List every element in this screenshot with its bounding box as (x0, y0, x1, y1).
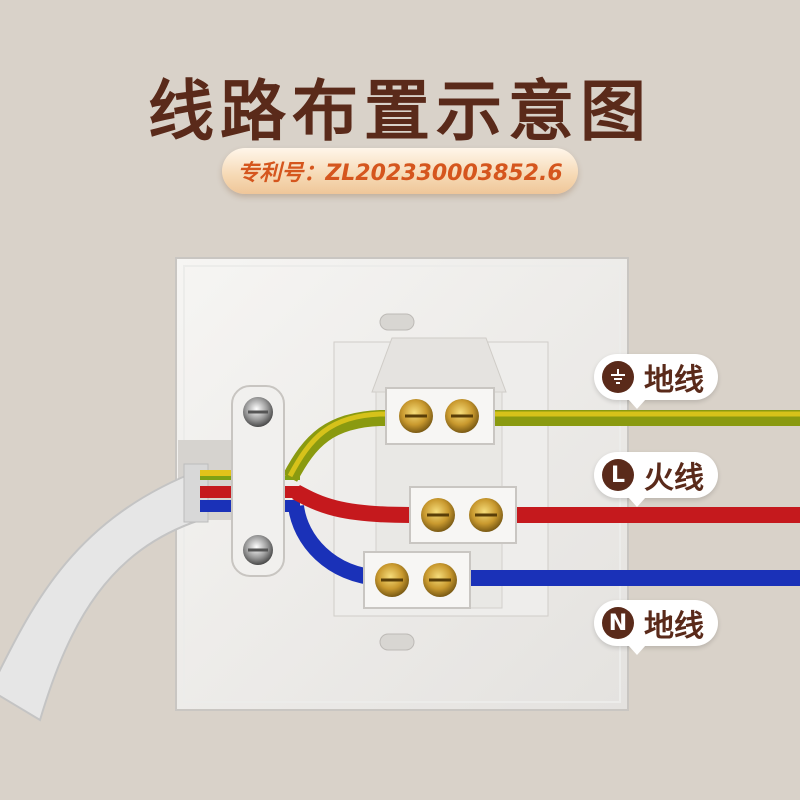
live-wire (292, 484, 800, 523)
ground-icon (602, 361, 634, 393)
mount-slot-bottom (379, 633, 415, 651)
mount-slot-top (379, 313, 415, 331)
socket-top-block (371, 337, 507, 393)
label-ground: 地线 (594, 354, 718, 409)
terminal-ground (385, 387, 495, 445)
label-live-text: 火线 (644, 461, 704, 496)
cable-clamp (231, 385, 285, 577)
page-title: 线路布置示意图 (148, 73, 652, 150)
N-letter-icon: N (602, 607, 634, 639)
label-live: L 火线 (594, 452, 718, 507)
cable-sheath (0, 468, 201, 722)
ground-wire-stripe (287, 411, 800, 478)
L-letter-icon: L (602, 459, 634, 491)
terminal-neutral (363, 551, 471, 609)
terminal-live (409, 486, 517, 544)
label-neutral-text: 地线 (644, 609, 704, 644)
patent-number-badge: 专利号：ZL202330003852.6 (222, 148, 578, 194)
label-neutral: N 地线 (594, 600, 718, 655)
label-ground-text: 地线 (644, 363, 704, 398)
